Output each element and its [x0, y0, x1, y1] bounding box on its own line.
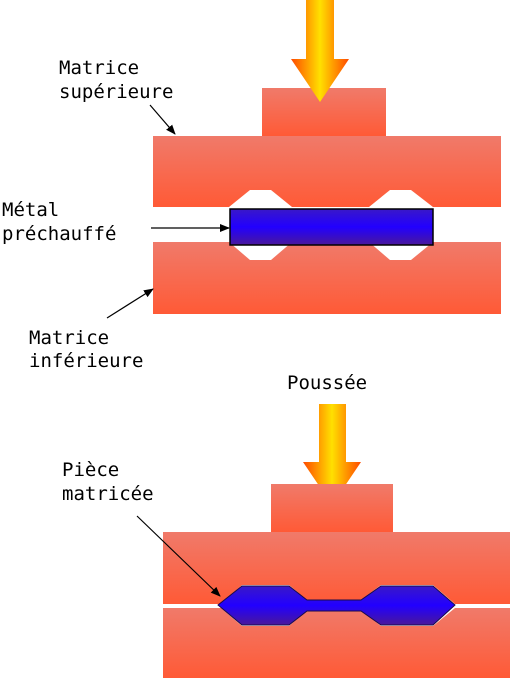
- forged-part-label-line1: Pièce: [62, 459, 119, 481]
- forged-part-pointer: [136, 515, 221, 597]
- upper-die-label-line2: supérieure: [59, 81, 173, 103]
- upper-die-pointer: [149, 104, 176, 135]
- upper-die: [153, 88, 501, 207]
- metal-label-line1: Métal: [2, 199, 59, 221]
- forged-part: [217, 585, 456, 626]
- lower-die-label-line1: Matrice: [29, 327, 109, 349]
- lower-die-pressed: [163, 608, 510, 678]
- force-arrow-top: [291, 0, 349, 102]
- force-label: Poussée: [287, 372, 367, 394]
- force-arrow-bottom: [303, 404, 361, 505]
- forged-part-label-line2: matricée: [62, 483, 154, 505]
- upper-die-label-line1: Matrice: [59, 57, 139, 79]
- lower-die: [153, 242, 501, 314]
- lower-die-label-line2: inférieure: [29, 350, 143, 372]
- preheated-metal-bar: [229, 208, 434, 246]
- lower-die-pointer: [106, 288, 154, 319]
- metal-label-line2: préchauffé: [2, 223, 116, 245]
- upper-die-pressed: [163, 484, 510, 604]
